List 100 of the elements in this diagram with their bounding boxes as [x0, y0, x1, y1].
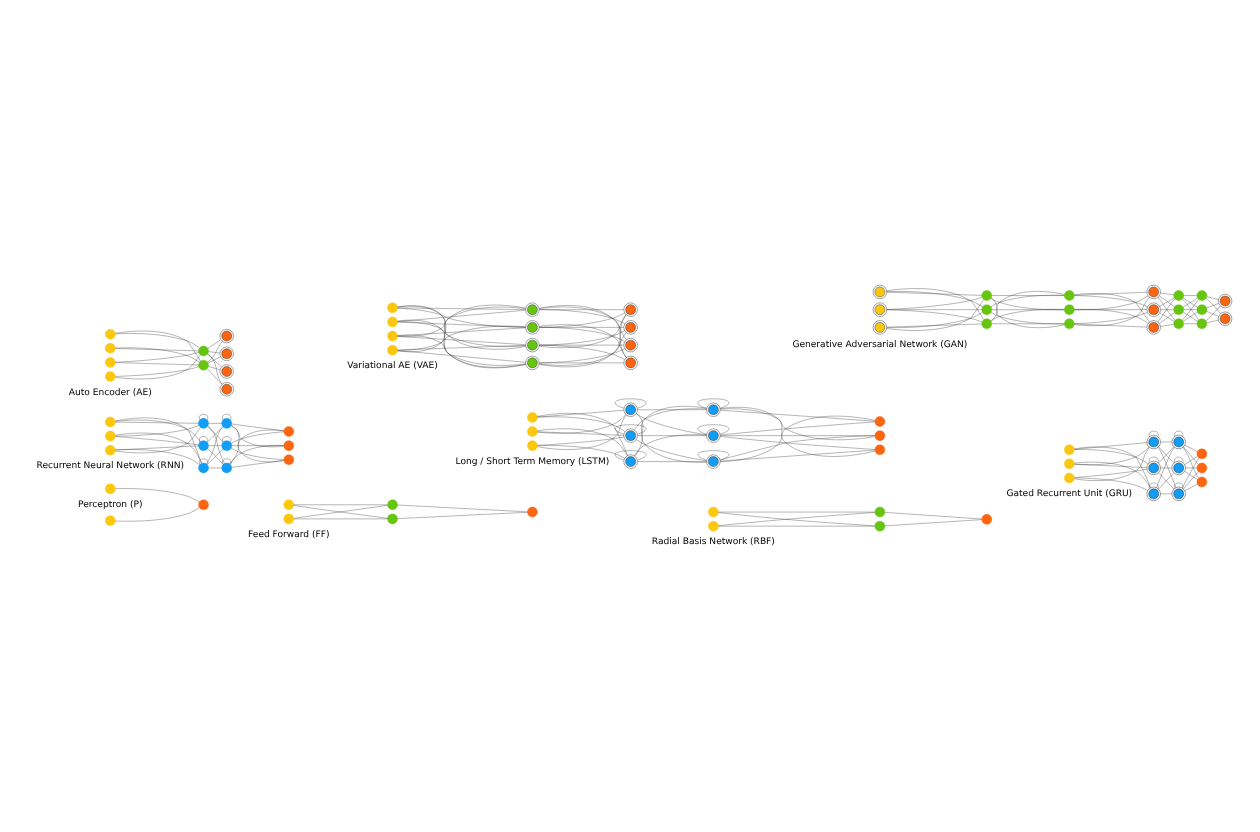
node-circle: [708, 519, 719, 531]
connector: [115, 416, 202, 463]
node-circle: [1173, 317, 1184, 328]
node-circle: [105, 356, 116, 367]
connector: [886, 322, 982, 327]
node-circle: [283, 512, 295, 524]
node-circle: [283, 439, 295, 450]
connector: [636, 412, 707, 434]
connector: [637, 408, 707, 409]
connector: [720, 414, 875, 461]
connector: [537, 444, 625, 458]
connector: [115, 444, 199, 450]
node-circle: [981, 303, 992, 314]
connector: [539, 323, 627, 357]
connector: [199, 457, 208, 464]
connector: [539, 313, 627, 347]
connector: [697, 423, 730, 434]
connector: [720, 409, 875, 421]
node-circle: [387, 301, 398, 313]
node-circle: [221, 461, 232, 473]
connector: [886, 287, 984, 319]
node-circle: [527, 505, 538, 517]
node-circle: [283, 498, 295, 509]
node-circle: [1064, 471, 1075, 483]
node-circle: [387, 329, 398, 341]
node-circle: [1064, 317, 1075, 328]
node-circle: [1196, 447, 1208, 459]
node-circle: [527, 411, 538, 422]
connector: [697, 397, 730, 408]
node-circle: [105, 342, 116, 353]
node-circle: [874, 429, 886, 440]
connector: [539, 329, 625, 345]
node-circle: [105, 328, 116, 339]
node-circle: [105, 482, 116, 494]
node-circle: [387, 512, 398, 524]
connector: [614, 449, 647, 460]
node-circle: [221, 417, 232, 428]
connector: [539, 305, 627, 339]
node-circle: [981, 317, 992, 328]
connector: [634, 407, 707, 429]
node-circle: [1064, 303, 1075, 314]
node-circle: [1196, 303, 1208, 314]
node-circle: [874, 443, 886, 454]
connector: [637, 460, 707, 461]
connector: [719, 434, 875, 460]
node-circle: [105, 429, 116, 441]
connector: [397, 304, 526, 368]
connector: [397, 335, 526, 344]
connector: [886, 311, 983, 327]
connector: [397, 349, 526, 362]
node-circle: [105, 443, 116, 455]
connector: [886, 296, 983, 309]
connector: [231, 459, 284, 467]
connector: [1183, 308, 1198, 309]
node-circle: [198, 344, 209, 356]
connector: [539, 347, 625, 363]
connector: [397, 306, 526, 309]
node-circle: [1173, 289, 1184, 300]
connector: [231, 424, 284, 447]
connector: [886, 290, 983, 306]
connector: [1160, 308, 1174, 309]
connector: [886, 308, 982, 309]
node-circle: [283, 425, 295, 436]
connector: [1074, 460, 1151, 488]
node-circle: [105, 370, 116, 381]
node-circle: [1196, 289, 1208, 300]
node-circle: [387, 343, 398, 355]
connector: [1182, 456, 1199, 488]
node-circle: [1064, 289, 1075, 300]
connector: [539, 331, 627, 365]
node-circle: [1173, 303, 1184, 314]
connector: [720, 406, 876, 456]
node-circle: [1064, 457, 1075, 469]
node-circle: [1196, 317, 1208, 328]
connector: [720, 448, 875, 461]
connector: [539, 308, 624, 309]
node-circle: [874, 519, 886, 531]
node-circle: [708, 505, 719, 517]
node-circle: [198, 498, 209, 509]
node-circle: [105, 514, 116, 525]
connector: [1074, 445, 1151, 487]
connector: [115, 435, 199, 445]
connector: [397, 318, 526, 367]
connector: [886, 298, 984, 330]
connector: [231, 430, 284, 443]
node-circle: [1064, 443, 1075, 454]
node-circle: [283, 453, 295, 464]
node-circle: [198, 461, 209, 473]
connector: [115, 424, 200, 436]
connector: [1184, 470, 1198, 479]
node-circle: [1196, 461, 1208, 473]
connector: [539, 313, 627, 367]
node-circle: [105, 415, 116, 427]
connector: [397, 334, 526, 365]
node-circle: [387, 498, 398, 509]
connector: [537, 427, 628, 455]
node-circle: [527, 439, 538, 450]
connector: [115, 431, 202, 463]
node-circle: [527, 425, 538, 436]
node-circle: [874, 415, 886, 426]
